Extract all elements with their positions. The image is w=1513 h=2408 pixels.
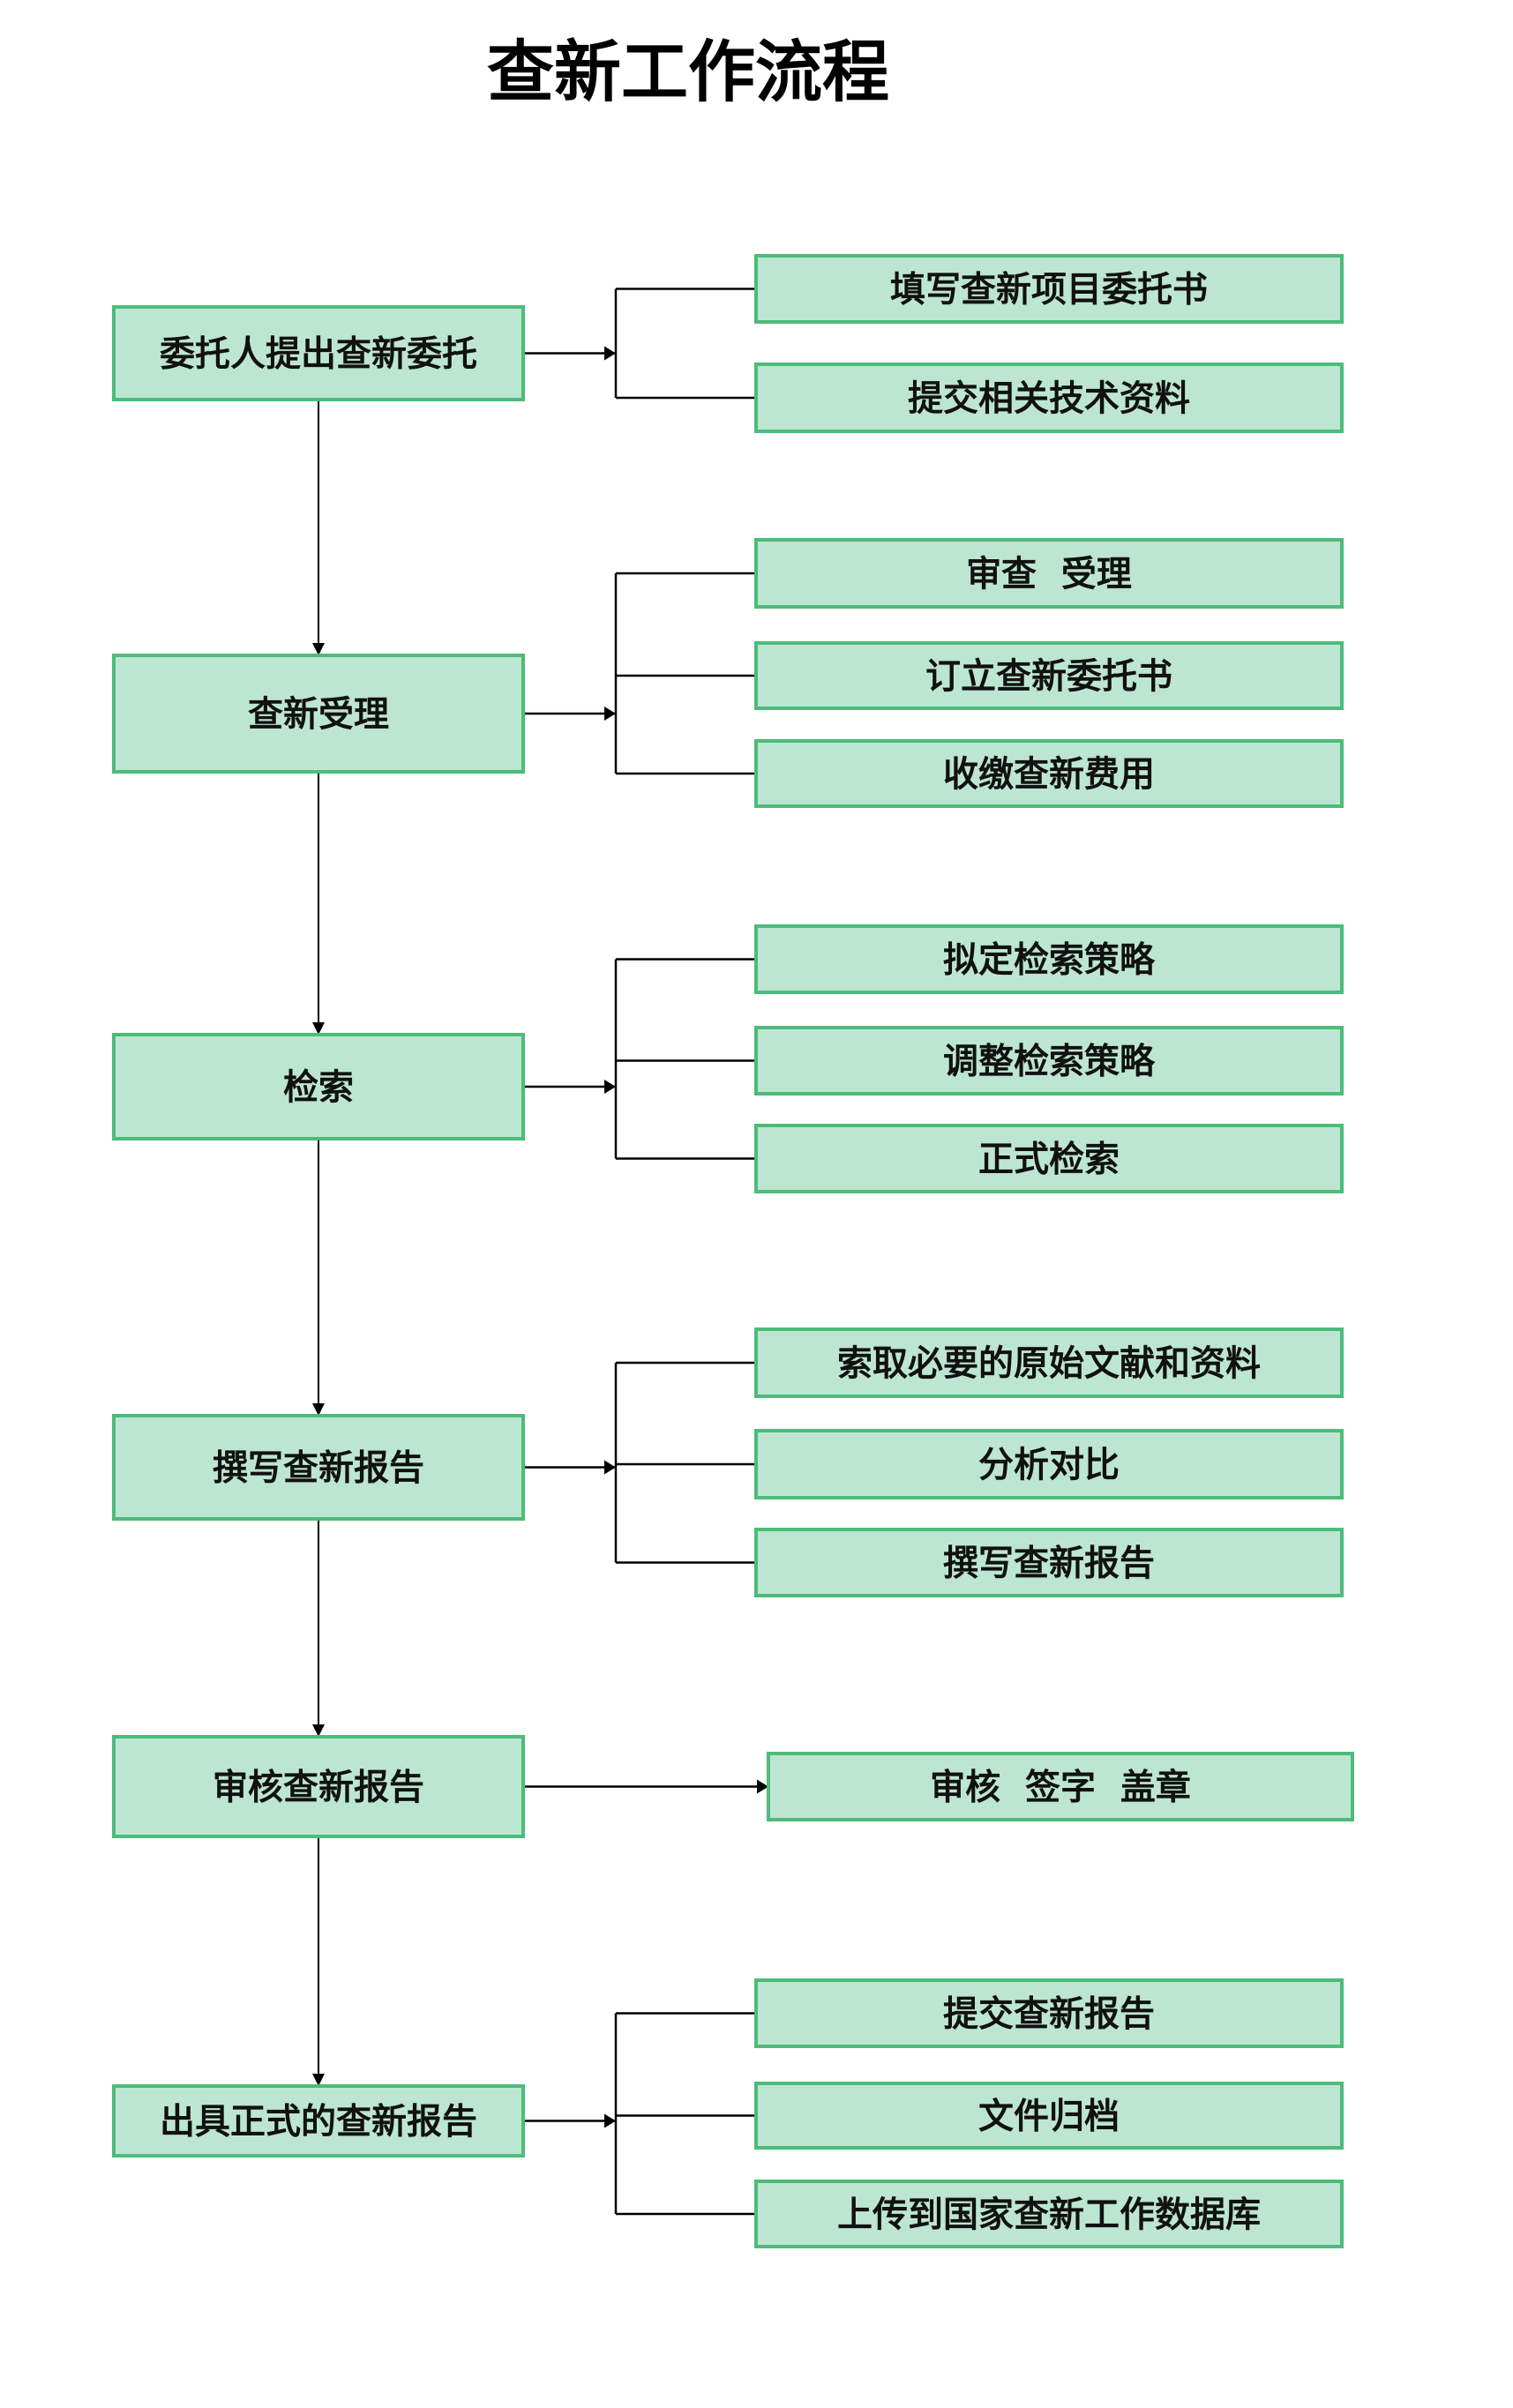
main-step-box-rect (112, 305, 525, 401)
sub-step-box-label: 订立查新委托书 (925, 656, 1172, 697)
sub-step-box-rect (754, 1528, 1344, 1597)
sub-step-box: 审查 受理 (754, 538, 1344, 609)
sub-step-box-rect (767, 1752, 1354, 1821)
arrow-down-icon (312, 643, 325, 655)
sub-step-box-rect (754, 363, 1344, 433)
sub-step-box-label: 提交相关技术资料 (908, 378, 1190, 419)
sub-step-box-label: 文件归档 (978, 2097, 1120, 2137)
sub-step-box: 调整检索策略 (754, 1026, 1344, 1096)
sub-step-box-rect (754, 538, 1344, 609)
sub-step-box: 收缴查新费用 (754, 739, 1344, 808)
sub-step-box: 拟定检索策略 (754, 924, 1344, 994)
sub-step-box-rect (754, 2180, 1344, 2248)
sub-step-box: 撰写查新报告 (754, 1528, 1344, 1597)
sub-step-box: 填写查新项目委托书 (754, 254, 1344, 324)
arrow-right-icon (604, 346, 616, 361)
main-step-box-rect (112, 1735, 525, 1838)
sub-step-box-rect (754, 1026, 1344, 1096)
sub-step-box-rect (754, 739, 1344, 808)
sub-step-box: 正式检索 (754, 1124, 1344, 1193)
main-step-box-rect (112, 654, 525, 774)
sub-step-box-label: 收缴查新费用 (943, 754, 1155, 795)
main-step-box-label: 查新受理 (248, 694, 389, 735)
main-step-box: 撰写查新报告 (112, 1414, 525, 1521)
main-step-box: 委托人提出查新委托 (112, 305, 525, 401)
sub-step-box-label: 审核 签字 盖章 (930, 1768, 1191, 1808)
arrow-right-icon (604, 2113, 616, 2128)
sub-step-box-label: 索取必要的原始文献和资料 (837, 1343, 1261, 1384)
main-step-box: 查新受理 (112, 654, 525, 774)
sub-step-box: 上传到国家查新工作数据库 (754, 2180, 1344, 2248)
sub-step-box-rect (754, 1327, 1344, 1398)
sub-step-box-rect (754, 641, 1344, 710)
sub-step-box-label: 调整检索策略 (943, 1042, 1156, 1082)
sub-step-box-label: 审查 受理 (966, 554, 1132, 595)
connectors (312, 288, 768, 2216)
sub-step-box-label: 撰写查新报告 (943, 1544, 1155, 1584)
arrow-right-icon (757, 1779, 768, 1794)
sub-step-box-rect (754, 1978, 1344, 2048)
sub-step-box-label: 正式检索 (978, 1140, 1120, 1180)
sub-step-box-label: 提交查新报告 (943, 1994, 1155, 2035)
sub-step-box-rect (754, 1429, 1344, 1499)
sub-step-box: 提交查新报告 (754, 1978, 1344, 2048)
main-step-box: 出具正式的查新报告 (112, 2084, 525, 2157)
main-step-box-label: 检索 (283, 1067, 354, 1108)
main-step-box: 审核查新报告 (112, 1735, 525, 1838)
arrow-down-icon (312, 1022, 325, 1035)
sub-step-box-rect (754, 924, 1344, 994)
arrow-right-icon (604, 1460, 616, 1475)
sub-step-box-label: 拟定检索策略 (943, 940, 1156, 981)
sub-step-box: 提交相关技术资料 (754, 363, 1344, 433)
sub-step-box: 分析对比 (754, 1429, 1344, 1499)
main-step-box-rect (112, 2084, 525, 2157)
sub-step-box-rect (754, 254, 1344, 324)
sub-step-box-label: 填写查新项目委托书 (890, 270, 1208, 310)
main-step-box-label: 出具正式的查新报告 (160, 2102, 477, 2143)
sub-step-box: 文件归档 (754, 2082, 1344, 2150)
main-step-box-label: 审核查新报告 (213, 1768, 424, 1808)
arrow-down-icon (312, 1403, 325, 1416)
arrow-down-icon (312, 2074, 325, 2086)
sub-step-box-label: 上传到国家查新工作数据库 (837, 2195, 1261, 2235)
sub-step-box: 审核 签字 盖章 (767, 1752, 1354, 1821)
sub-step-box-rect (754, 2082, 1344, 2150)
main-step-box-label: 撰写查新报告 (213, 1448, 424, 1489)
arrow-right-icon (604, 1080, 616, 1094)
main-step-box: 检索 (112, 1033, 525, 1140)
arrow-down-icon (312, 1724, 325, 1737)
sub-step-box: 订立查新委托书 (754, 641, 1344, 710)
main-step-box-rect (112, 1414, 525, 1521)
sub-step-box: 索取必要的原始文献和资料 (754, 1327, 1344, 1398)
main-step-box-label: 委托人提出查新委托 (160, 334, 477, 375)
arrow-right-icon (604, 707, 616, 721)
main-step-box-rect (112, 1033, 525, 1140)
sub-step-box-label: 分析对比 (978, 1445, 1120, 1485)
page-title: 查新工作流程 (487, 33, 889, 111)
sub-step-box-rect (754, 1124, 1344, 1193)
